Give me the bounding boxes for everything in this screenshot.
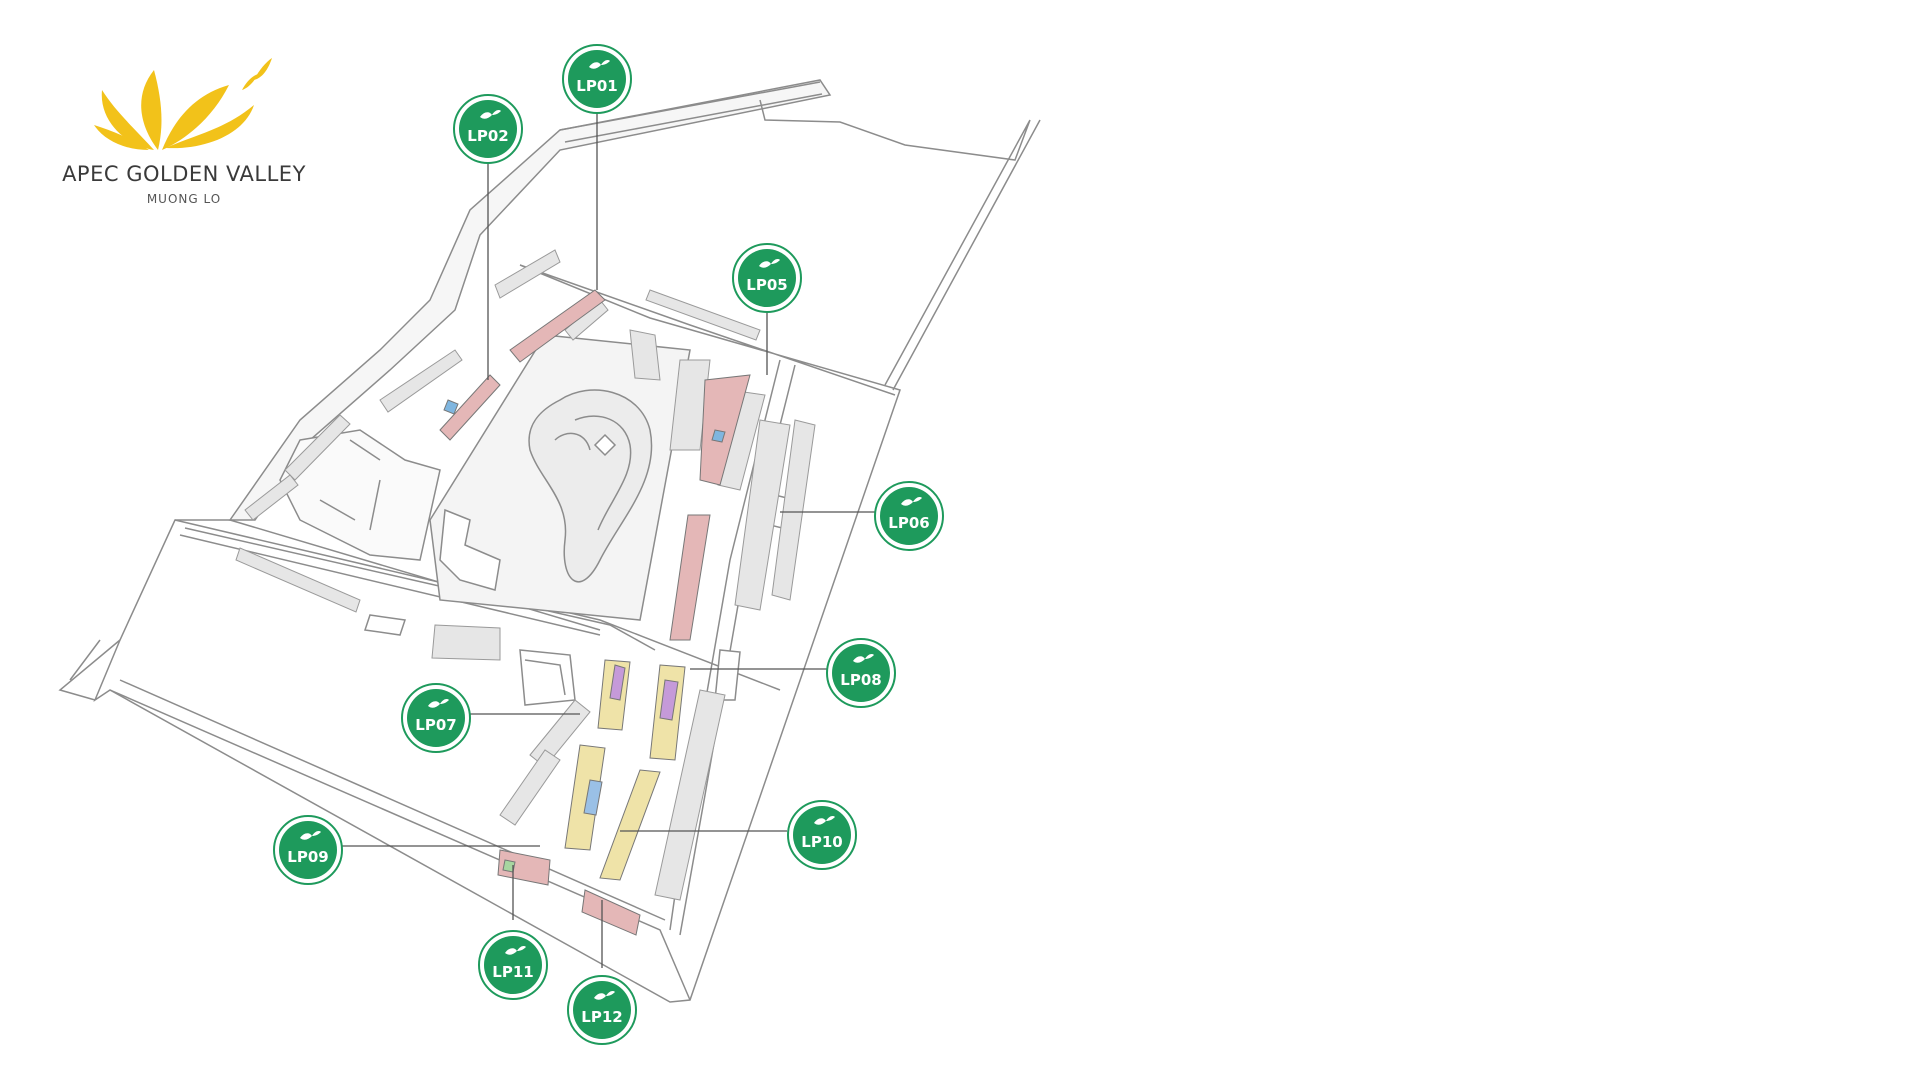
leaf-logo-icon	[480, 110, 501, 119]
marker-lp08[interactable]: LP08	[826, 638, 896, 708]
brand-block: APEC GOLDEN VALLEY MUONG LO	[54, 50, 314, 220]
marker-lp02[interactable]: LP02	[453, 94, 523, 164]
west-road	[58, 639, 121, 701]
leaf-logo-icon	[505, 946, 526, 955]
site-boundary	[228, 79, 832, 521]
brand-subtitle: MUONG LO	[146, 192, 222, 206]
leaf-logo-icon	[901, 497, 922, 506]
marker-lp05[interactable]: LP05	[732, 243, 802, 313]
marker-lp10-label: LP10	[801, 833, 842, 851]
marker-lp09-label: LP09	[287, 848, 328, 866]
marker-lp12-label: LP12	[581, 1008, 622, 1026]
marker-lp11[interactable]: LP11	[478, 930, 548, 1000]
north-road	[559, 81, 823, 143]
marker-lp07[interactable]: LP07	[401, 683, 471, 753]
marker-lp05-label: LP05	[746, 276, 787, 294]
leaf-logo-icon	[594, 991, 615, 1000]
marker-lp11-label: LP11	[492, 963, 533, 981]
building-park	[439, 508, 501, 591]
marker-lp10[interactable]: LP10	[787, 800, 857, 870]
leaf-logo-icon	[759, 259, 780, 268]
building-west	[279, 429, 441, 561]
golden-lotus-logo-icon	[94, 58, 272, 150]
leader-lines	[338, 112, 875, 968]
marker-lp06[interactable]: LP06	[874, 481, 944, 551]
marker-lp07-label: LP07	[415, 716, 456, 734]
marker-lp01[interactable]: LP01	[562, 44, 632, 114]
leaf-logo-icon	[853, 654, 874, 663]
park-water-feature	[528, 389, 653, 583]
leaf-logo-icon	[300, 831, 321, 840]
marker-lp02-label: LP02	[467, 127, 508, 145]
marker-lp12[interactable]: LP12	[567, 975, 637, 1045]
building-square	[519, 649, 576, 706]
leaf-logo-icon	[589, 60, 610, 69]
south-edge-road	[109, 679, 691, 1001]
small-building	[364, 614, 406, 636]
colored-lots	[439, 289, 751, 936]
marker-lp09[interactable]: LP09	[273, 815, 343, 885]
marker-lp08-label: LP08	[840, 671, 881, 689]
lot-markers: LP01 LP02 LP05 LP06	[273, 44, 944, 1045]
northeast-boundary	[759, 99, 1041, 391]
marker-lp01-label: LP01	[576, 77, 617, 95]
east-small-building	[714, 649, 741, 701]
row-houses-gray	[235, 249, 816, 901]
leaf-logo-icon	[814, 816, 835, 825]
marker-lp06-label: LP06	[888, 514, 929, 532]
brand-title: APEC GOLDEN VALLEY	[62, 162, 306, 186]
leaf-logo-icon	[428, 699, 449, 708]
